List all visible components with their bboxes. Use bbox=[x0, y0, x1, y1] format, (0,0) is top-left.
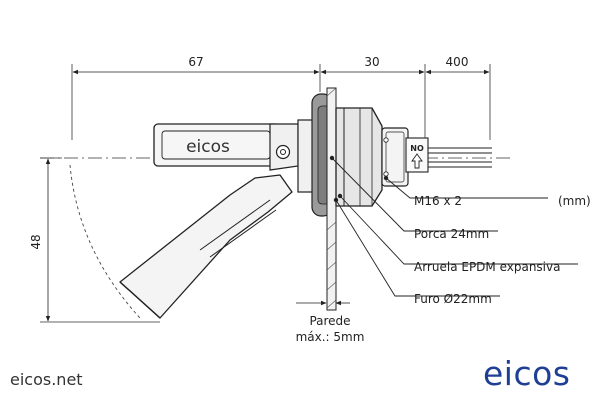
wall-hatch bbox=[326, 87, 337, 309]
website-url[interactable]: eicos.net bbox=[10, 370, 83, 389]
callout-hole: Furo Ø22mm bbox=[414, 292, 492, 306]
dim-text-400: 400 bbox=[446, 55, 469, 69]
dim-text-48: 48 bbox=[29, 234, 43, 249]
wall-label-line2: máx.: 5mm bbox=[296, 330, 365, 344]
unit-label: (mm) bbox=[558, 194, 591, 208]
swing-arc bbox=[69, 164, 141, 319]
float-swung-down bbox=[119, 174, 293, 319]
dim-text-67: 67 bbox=[188, 55, 203, 69]
end-cap: NO bbox=[405, 137, 429, 173]
lead-wires bbox=[428, 147, 492, 168]
dimension-lines bbox=[45, 69, 490, 322]
callout-seal: Arruela EPDM expansiva bbox=[414, 260, 560, 274]
callout-thread: M16 x 2 bbox=[414, 194, 462, 208]
arrow-up-icon bbox=[411, 153, 423, 169]
brand-logo: eicos bbox=[483, 354, 571, 393]
dim-text-30: 30 bbox=[364, 55, 379, 69]
wall-label-line1: Parede bbox=[309, 314, 350, 328]
direction-mark-text: NO bbox=[410, 144, 424, 153]
callout-dots bbox=[329, 155, 389, 203]
callout-leaders bbox=[331, 157, 578, 297]
float-brand-text: eicos bbox=[186, 137, 230, 157]
nut bbox=[335, 107, 383, 207]
float-horizontal: eicos bbox=[153, 123, 299, 171]
threaded-end bbox=[381, 127, 409, 187]
callout-nut: Porca 24mm bbox=[414, 227, 489, 241]
